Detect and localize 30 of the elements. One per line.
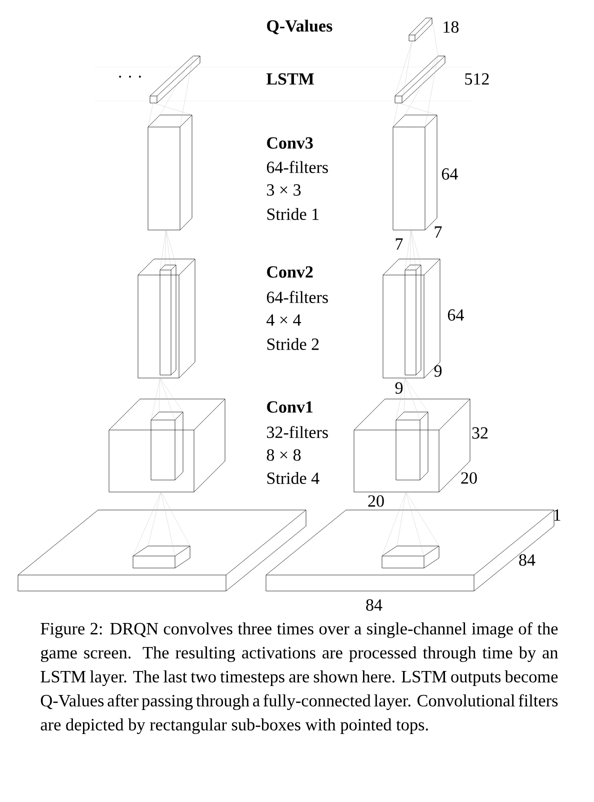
filter-count: 64-filters bbox=[266, 160, 328, 174]
dimension-label: 18 bbox=[444, 21, 459, 33]
stride-label: Stride 1 bbox=[267, 208, 319, 220]
dimension-label: 64 bbox=[442, 168, 458, 180]
filter-count: 64-filters bbox=[266, 290, 328, 304]
dimension-label: 84 bbox=[519, 554, 536, 566]
dimension-label: 32 bbox=[472, 427, 488, 439]
layer-name: LSTM bbox=[266, 73, 314, 85]
layer-name: Conv1 bbox=[267, 401, 313, 413]
dimension-label: 20 bbox=[368, 495, 384, 507]
dimension-label: 84 bbox=[366, 599, 382, 611]
dimension-label: 9 bbox=[395, 382, 403, 394]
dimension-label: 9 bbox=[434, 365, 442, 377]
dimension-label: 64 bbox=[448, 309, 464, 321]
ellipsis: · · · bbox=[119, 76, 141, 78]
kernel-size: 3 × 3 bbox=[267, 184, 301, 196]
layer-name: Conv2 bbox=[267, 266, 313, 278]
stride-label: Stride 4 bbox=[267, 472, 320, 484]
dimension-label: 20 bbox=[461, 472, 477, 484]
figure-caption: Figure 2: DRQN convolves three times over a single-channel image of the game screen. The resulting activations are processed through time by an LSTM layer. The last two timesteps are shown here. LSTM outputs become Q-Values after passing through a fully-connected layer. Convolutional filters are depicted by rectangular sub-boxes with pointed tops. bbox=[40, 622, 558, 734]
dimension-label: 512 bbox=[465, 73, 489, 85]
dimension-label: 7 bbox=[434, 226, 442, 238]
stride-label: Stride 2 bbox=[267, 338, 319, 350]
dimension-label: 1 bbox=[554, 509, 560, 521]
kernel-size: 4 × 4 bbox=[266, 314, 302, 326]
filter-count: 32-filters bbox=[267, 426, 328, 438]
layer-name: Conv3 bbox=[267, 137, 313, 149]
dimension-label: 7 bbox=[396, 238, 403, 250]
kernel-size: 8 × 8 bbox=[266, 449, 301, 461]
layer-name: Q-Values bbox=[267, 20, 332, 34]
